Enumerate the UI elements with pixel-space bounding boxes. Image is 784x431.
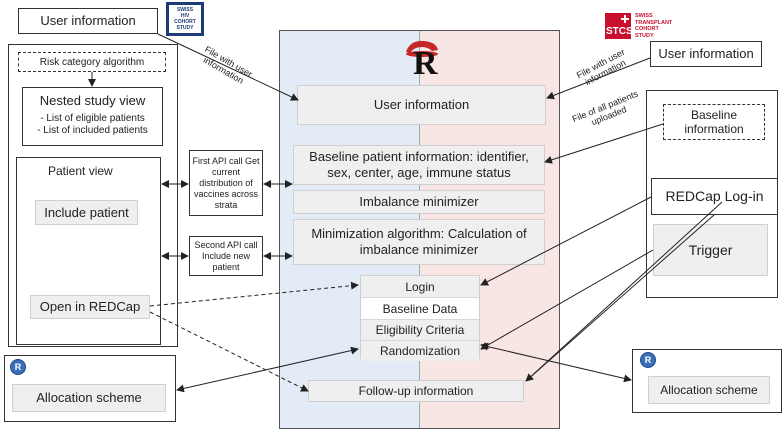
arrow-open-redcap-login <box>149 281 359 307</box>
swiss-cross-icon <box>621 15 629 23</box>
imbalance-minimizer-label: Imbalance minimizer <box>359 194 479 209</box>
redcap-stack: Login Baseline Data Eligibility Criteria… <box>360 275 480 361</box>
redcap-login-box[interactable]: REDCap Log-in <box>651 178 778 215</box>
risk-algorithm-label: Risk category algorithm <box>39 56 145 68</box>
allocation-scheme-left: Allocation scheme <box>12 384 166 412</box>
second-api-call-text: Second API call Include new patient <box>194 239 258 272</box>
center-user-info: User information <box>297 85 546 125</box>
shcs-logo-line: HIV <box>180 13 190 19</box>
open-in-redcap-label: Open in REDCap <box>39 299 141 314</box>
redcap-baseline-data-label: Baseline Data <box>382 301 458 316</box>
user-info-left: User information <box>18 8 158 34</box>
trigger-box[interactable]: Trigger <box>653 224 768 276</box>
imbalance-minimizer: Imbalance minimizer <box>293 190 545 214</box>
r-small-icon-letter: R <box>644 355 652 365</box>
baseline-patient-info-label: Baseline patient information: identifier… <box>309 149 529 180</box>
r-small-icon-letter: R <box>14 362 22 372</box>
nested-study-view: Nested study view - List of eligible pat… <box>22 87 163 146</box>
shcs-logo-icon: SWISS HIV COHORT STUDY <box>166 2 204 36</box>
patient-view-title: Patient view <box>48 164 113 178</box>
risk-algorithm-box: Risk category algorithm <box>18 52 166 72</box>
trigger-label: Trigger <box>688 241 733 258</box>
stcs-red-square <box>605 13 631 39</box>
baseline-information-label: Baseline information <box>684 108 744 136</box>
arrow-allocation-right <box>480 342 632 383</box>
arrow-redcap-followup <box>525 214 715 382</box>
stcs-logo-line: SWISS <box>635 13 653 19</box>
first-api-call-text: First API call Get current distribution … <box>192 155 260 210</box>
shcs-logo-line: SWISS <box>176 7 194 13</box>
redcap-eligibility[interactable]: Eligibility Criteria <box>361 320 479 341</box>
minimization-algorithm-label: Minimization algorithm: Calculation of i… <box>311 226 527 257</box>
arrow-redcap-login <box>480 196 652 286</box>
follow-up-information-label: Follow-up information <box>358 384 474 398</box>
r-small-icon: R <box>640 352 656 368</box>
redcap-eligibility-label: Eligibility Criteria <box>375 323 465 337</box>
arrow-baseline-info <box>544 123 664 164</box>
first-api-call: First API call Get current distribution … <box>189 150 263 216</box>
redcap-login-box-label: REDCap Log-in <box>665 188 764 204</box>
baseline-patient-info: Baseline patient information: identifier… <box>293 145 545 185</box>
minimization-algorithm: Minimization algorithm: Calculation of i… <box>293 219 545 265</box>
allocation-scheme-right-label: Allocation scheme <box>660 383 758 397</box>
arrow-redcap-allocation <box>525 201 723 382</box>
arrow-user-info-left <box>157 33 299 101</box>
user-info-right: User information <box>650 41 762 67</box>
arrow-open-redcap-followup <box>149 311 309 392</box>
center-user-info-label: User information <box>373 97 470 112</box>
nested-study-title: Nested study view <box>39 93 146 108</box>
user-info-left-label: User information <box>40 13 136 28</box>
allocation-scheme-right: Allocation scheme <box>648 376 770 404</box>
stcs-text: STCS <box>606 26 633 37</box>
nested-item: - List of included patients <box>37 125 148 136</box>
redcap-login-label: Login <box>405 279 435 294</box>
arrow-allocation-left <box>176 346 359 393</box>
user-info-right-label: User information <box>658 46 754 61</box>
redcap-randomization[interactable]: Randomization <box>361 341 479 361</box>
allocation-scheme-left-label: Allocation scheme <box>36 390 142 405</box>
r-logo-icon: R <box>400 36 442 82</box>
stcs-logo-line: STUDY <box>635 32 654 39</box>
arrow-trigger-randomization <box>480 249 654 350</box>
redcap-baseline-data[interactable]: Baseline Data <box>361 298 479 320</box>
nested-item: - List of eligible patients <box>40 113 145 124</box>
second-api-call: Second API call Include new patient <box>189 236 263 276</box>
include-patient-label: Include patient <box>44 204 129 220</box>
redcap-randomization-label: Randomization <box>379 344 461 358</box>
follow-up-information: Follow-up information <box>308 380 524 402</box>
stcs-logo-line: COHORT <box>635 26 659 32</box>
shcs-logo-line: COHORT <box>174 19 196 25</box>
shcs-logo-line: STUDY <box>176 25 194 31</box>
include-patient-button[interactable]: Include patient <box>35 200 138 225</box>
r-small-icon: R <box>10 359 26 375</box>
open-in-redcap-button[interactable]: Open in REDCap <box>30 295 150 319</box>
arrow-user-info-right <box>546 57 651 100</box>
stcs-logo-line: TRANSPLANT <box>635 19 673 26</box>
redcap-login[interactable]: Login <box>361 276 479 298</box>
baseline-information-box: Baseline information <box>663 104 765 140</box>
r-letter: R <box>413 45 438 82</box>
stcs-logo-icon: STCS SWISS TRANSPLANT COHORT STUDY <box>605 11 677 41</box>
